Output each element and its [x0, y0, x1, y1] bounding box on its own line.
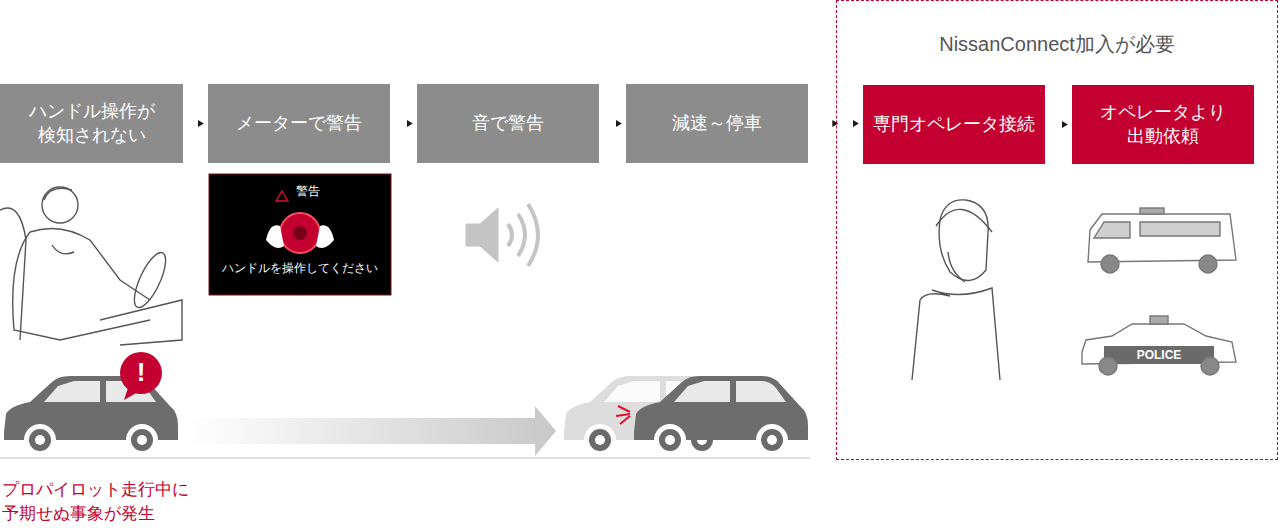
steering-hub	[293, 226, 307, 240]
box-label: 音で警告	[472, 112, 544, 135]
driver-figure	[0, 187, 182, 345]
driver-body	[13, 232, 150, 340]
scenario-note: プロパイロット走行中に 予期せぬ事象が発生	[2, 478, 232, 526]
box-label: オペレータより 出動依頼	[1082, 101, 1244, 148]
operator-head	[939, 200, 988, 281]
police-light	[1150, 316, 1168, 324]
driver-hair	[44, 188, 72, 200]
alert-tail	[124, 388, 138, 400]
right-hand	[316, 225, 334, 248]
ambulance-light	[1140, 208, 1164, 214]
vehicle-marking: POLICE	[1104, 346, 1214, 364]
process-box: 減速～停車	[626, 84, 808, 163]
warning-triangle	[276, 191, 288, 201]
sound-wave	[508, 224, 512, 246]
flow-arrow	[1045, 124, 1072, 125]
steering-icon	[280, 213, 320, 253]
alert-mark: !	[120, 352, 162, 394]
speaker-icon	[466, 204, 538, 266]
headset-band	[936, 209, 992, 232]
wheel	[1101, 255, 1119, 273]
box-label: 専門オペレータ接続	[873, 113, 1035, 136]
dashboard	[100, 300, 182, 345]
box-label: ハンドル操作が 検知されない	[10, 100, 173, 147]
ground-line	[0, 457, 810, 459]
driver-arm	[30, 228, 150, 300]
box-label: メーターで警告	[236, 112, 362, 135]
ambulance-windows	[1094, 222, 1220, 238]
action-box: 専門オペレータ接続	[863, 85, 1045, 164]
police-band	[1104, 346, 1214, 364]
service-region: NissanConnect加入が必要専門オペレータ接続 オペレータより 出動依頼	[836, 0, 1278, 460]
seat	[0, 208, 26, 340]
region-heading: NissanConnect加入が必要	[939, 31, 1175, 57]
screen-title: 警告	[274, 184, 320, 200]
box-label: 減速～停車	[672, 112, 762, 135]
process-box: 音で警告	[417, 84, 599, 163]
flow-arrow	[183, 123, 208, 124]
wheel	[1201, 357, 1219, 375]
alert-bubble	[120, 352, 162, 394]
motion-arrow	[186, 406, 556, 456]
operator-body	[912, 288, 1000, 380]
box-label: !	[137, 356, 146, 390]
police-car	[1082, 316, 1236, 375]
flow-arrow	[390, 123, 417, 124]
sound-wave	[518, 214, 525, 256]
sound-wave	[528, 204, 538, 266]
speaker-body	[466, 208, 498, 262]
screen-message: ハンドルを操作してください	[222, 261, 378, 277]
wheel	[1099, 357, 1117, 375]
headset-mic	[948, 252, 965, 282]
operator-figure	[912, 200, 1000, 380]
process-box: メーターで警告	[208, 84, 390, 163]
wheel	[1199, 255, 1217, 273]
driver-head	[42, 187, 78, 223]
process-box: ハンドル操作が 検知されない	[0, 84, 183, 163]
action-box: オペレータより 出動依頼	[1072, 85, 1254, 164]
ambulance	[1088, 208, 1236, 273]
flow-arrow	[599, 123, 626, 124]
meter-display: 警告ハンドルを操作してください	[209, 174, 391, 295]
brake-light	[616, 406, 630, 424]
steering-wheel	[128, 249, 171, 312]
left-hand	[266, 225, 284, 248]
car-stopped	[634, 376, 808, 456]
driver-hand	[52, 245, 74, 254]
meter-screen	[209, 174, 391, 295]
